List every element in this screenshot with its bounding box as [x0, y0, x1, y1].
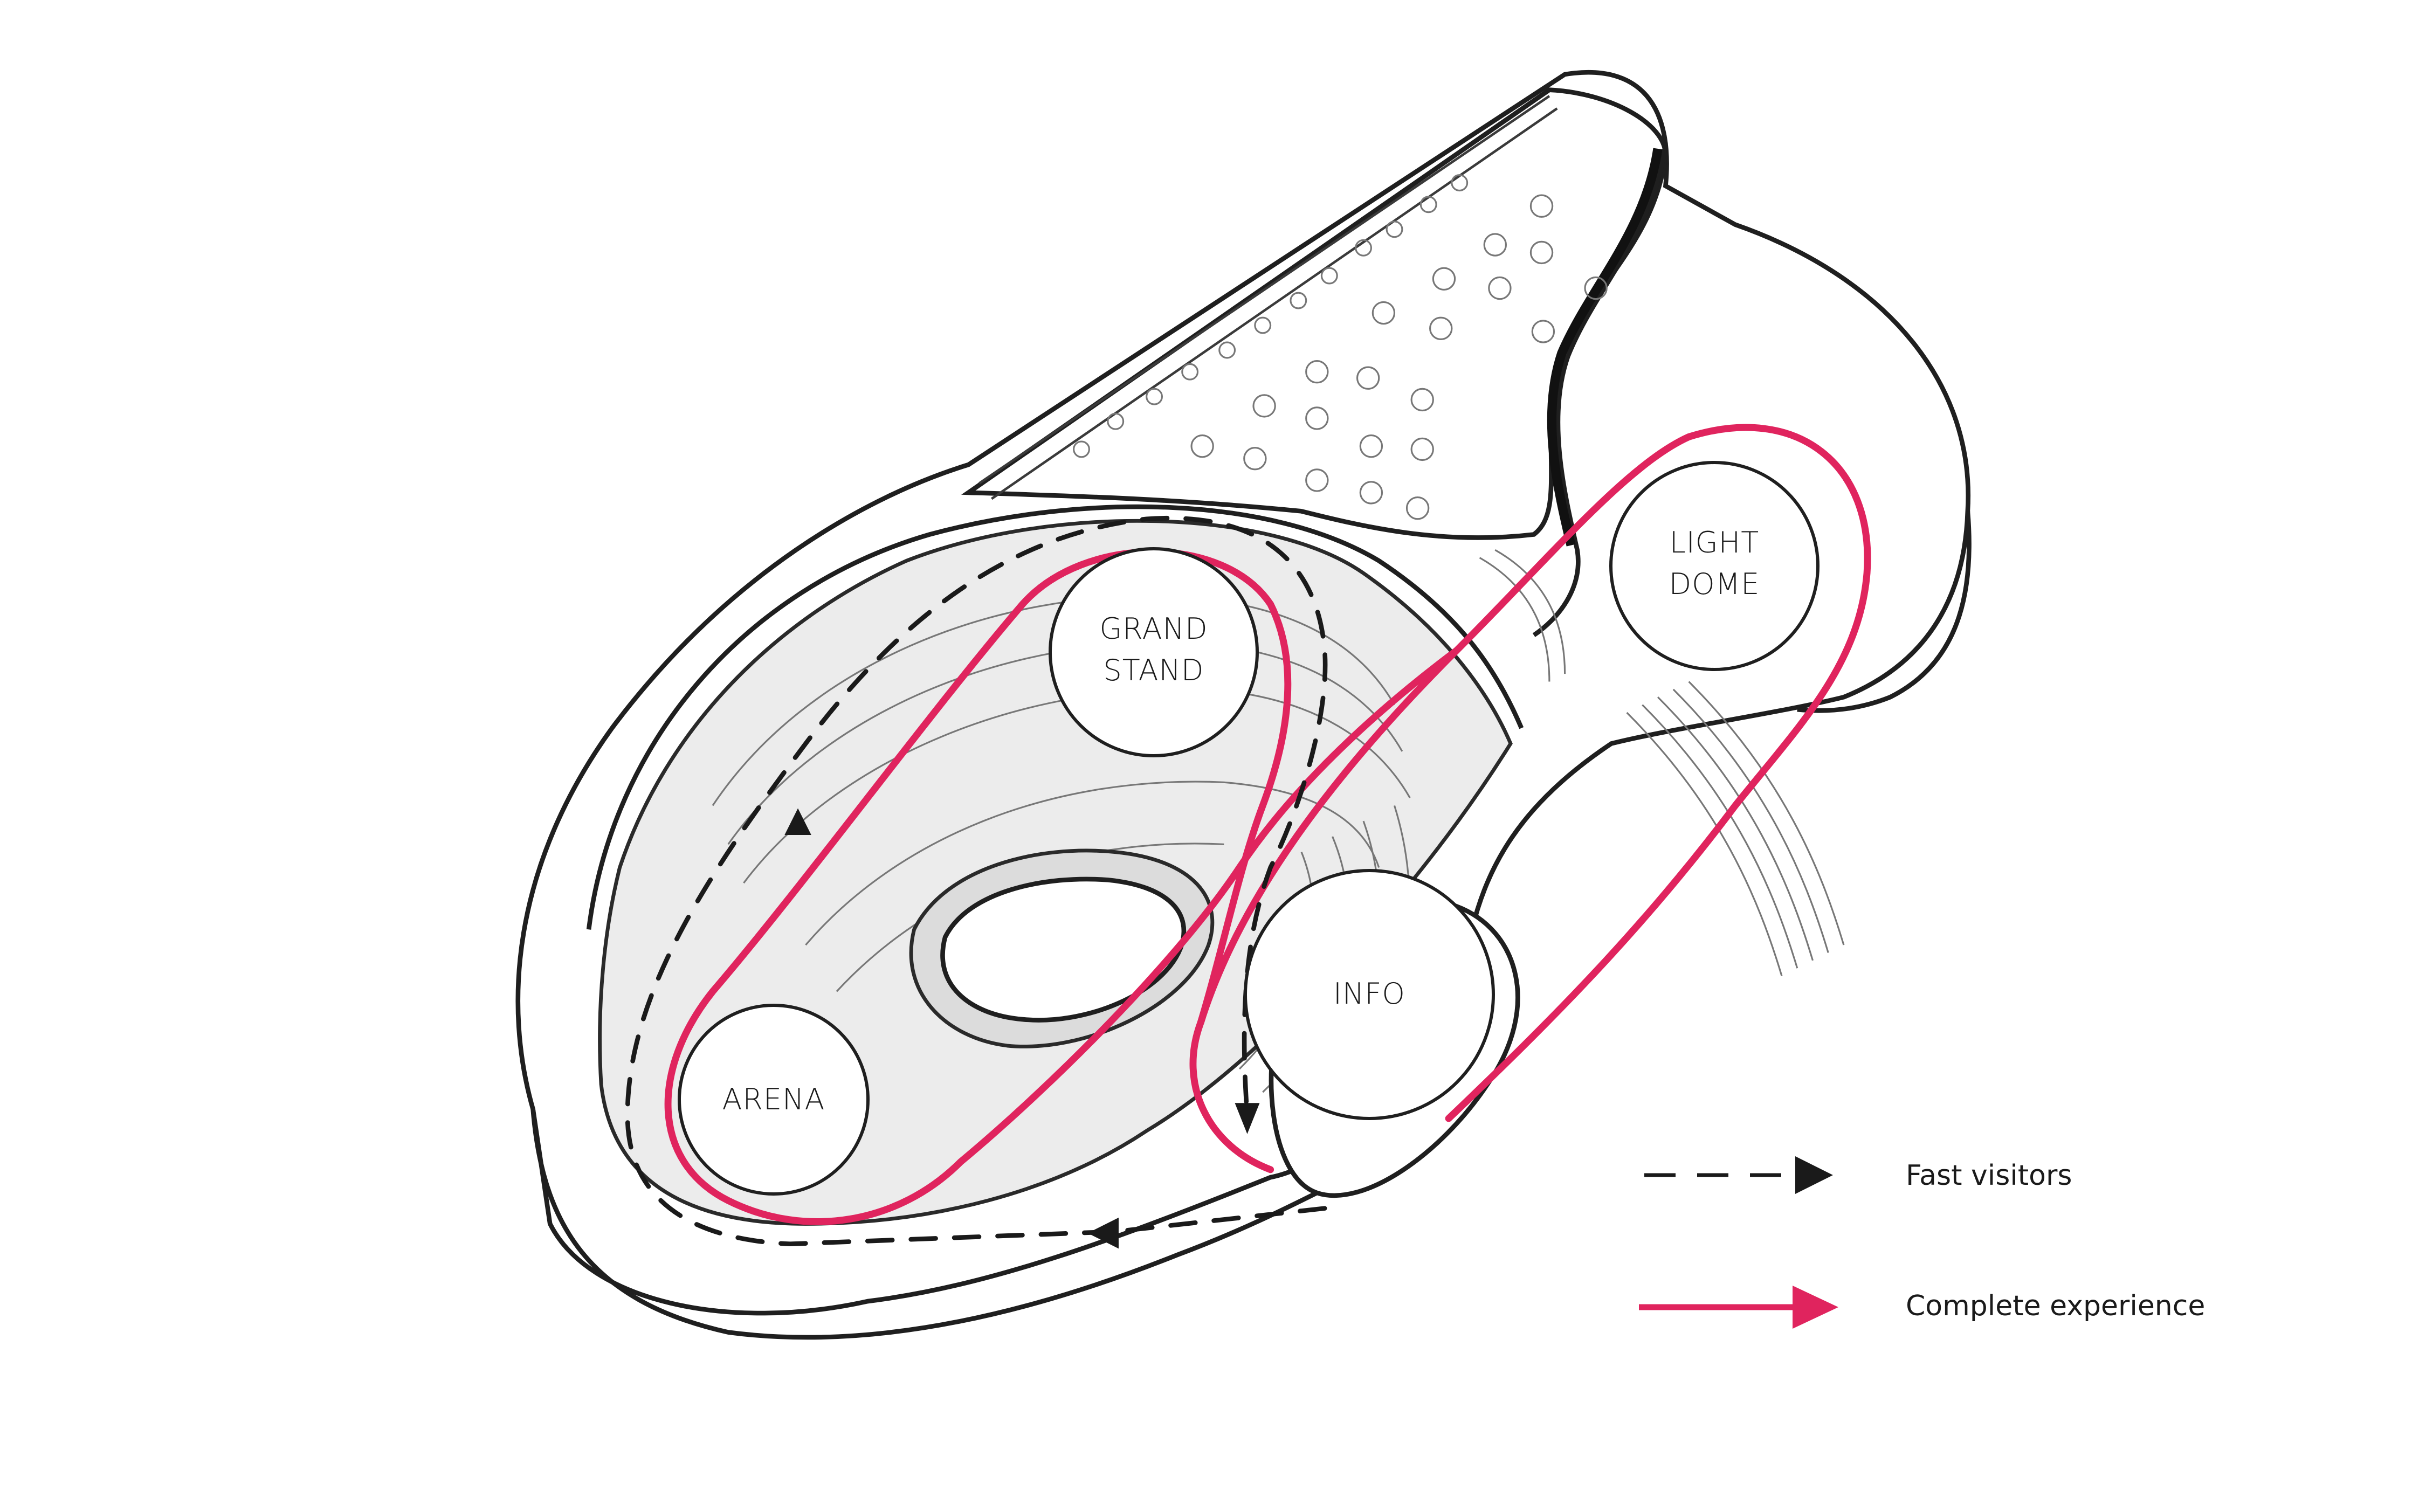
node-light-dome-line-2: DOME [1669, 567, 1760, 601]
node-info-line-1: INFO [1333, 977, 1405, 1011]
node-grand-stand-line-1: GRAND [1099, 612, 1208, 646]
node-arena: ARENA [678, 1004, 870, 1196]
terrace-dark-wall [1547, 148, 1663, 547]
fast-arrow-left [1087, 1217, 1119, 1249]
legend: Fast visitors Complete experience [1639, 1156, 2205, 1329]
node-grand-stand-line-2: STAND [1104, 653, 1204, 687]
legend-fast-visitors: Fast visitors [1644, 1156, 2072, 1194]
legend-complete-experience-label: Complete experience [1906, 1290, 2205, 1322]
legend-complete-experience: Complete experience [1639, 1286, 2205, 1329]
dome-plinth-edge [1797, 511, 1972, 713]
legend-complete-arrowhead [1793, 1286, 1838, 1329]
terrace-rail [978, 95, 1558, 500]
node-grand-stand: GRAND STAND [1049, 547, 1259, 757]
fast-arrow-up [784, 808, 811, 836]
legend-fast-arrowhead [1795, 1156, 1833, 1194]
node-light-dome: LIGHT DOME [1609, 461, 1820, 671]
fast-arrow-down [1235, 1103, 1260, 1134]
complete-experience-route [1189, 424, 1871, 1173]
legend-fast-visitors-label: Fast visitors [1906, 1159, 2072, 1192]
node-arena-line-1: ARENA [722, 1082, 825, 1116]
node-light-dome-line-1: LIGHT [1670, 526, 1759, 560]
terrace-curved-wall [1532, 142, 1668, 637]
base-lower-edge [530, 1109, 1318, 1340]
complete-experience-loop [664, 548, 1460, 1225]
node-info: INFO [1244, 869, 1495, 1120]
terrace-tables [1073, 174, 1608, 520]
stair-ramps [1479, 549, 1845, 977]
bowl-rim [586, 504, 1524, 930]
